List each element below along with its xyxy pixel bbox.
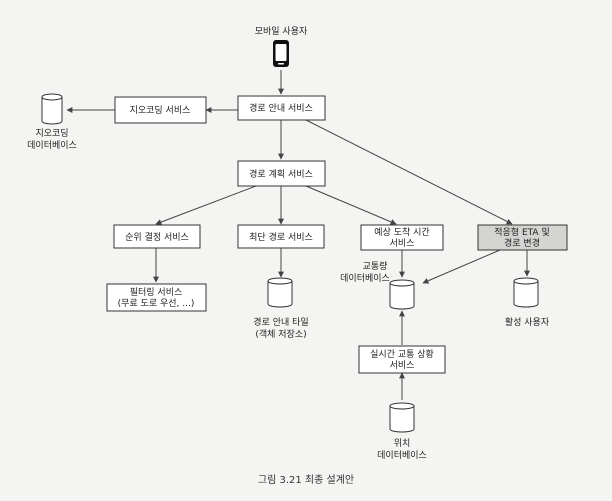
adaptive-eta-label-1: 적응형 ETA 및 [494, 226, 549, 238]
realtime-traffic-label-2: 서비스 [390, 360, 415, 371]
route-planning-service-label: 경로 계획 서비스 [249, 168, 313, 180]
active-users-db-label: 활성 사용자 [505, 316, 550, 328]
geocoding-service-box: 지오코딩 서비스 [114, 96, 207, 124]
adaptive-eta-label-2: 경로 변경 [504, 237, 540, 249]
filter-service-label-2: (무료 도로 우선, ...) [118, 298, 195, 309]
eta-service-label-2: 서비스 [390, 238, 415, 249]
location-db-label-1: 위치 [394, 437, 411, 449]
edges [66, 70, 530, 400]
filter-service-box: 필터링 서비스 (무료 도로 우선, ...) [106, 283, 207, 312]
navigation-service-label: 경로 안내 서비스 [249, 102, 313, 114]
filter-service-label-1: 필터링 서비스 [130, 286, 183, 298]
traffic-database: 교통량 데이터베이스 [340, 260, 415, 310]
geocoding-db-label-2: 데이터베이스 [27, 140, 77, 151]
adaptive-eta-box: 적응형 ETA 및 경로 변경 [477, 224, 568, 251]
active-users-database: 활성 사용자 [505, 277, 550, 328]
ranking-service-box: 순위 결정 서비스 [113, 224, 201, 249]
traffic-db-label-1: 교통량 [363, 260, 388, 272]
eta-service-box: 예상 도착 시간 서비스 [360, 224, 444, 251]
edge-planning-to-ranking [155, 185, 257, 225]
mobile-user-label: 모바일 사용자 [255, 26, 308, 37]
location-db-label-2: 데이터베이스 [377, 450, 427, 461]
edge-planning-to-eta [305, 185, 397, 225]
mobile-user: 모바일 사용자 [255, 26, 308, 67]
realtime-traffic-label-1: 실시간 교통 상황 [370, 349, 434, 360]
traffic-db-label-2: 데이터베이스 [340, 273, 390, 284]
edge-adaptive-to-traffic [422, 249, 501, 284]
eta-service-label-1: 예상 도착 시간 [374, 227, 429, 238]
navigation-service-box: 경로 안내 서비스 [237, 95, 326, 121]
geocoding-database: 지오코딩 데이터베이스 [27, 93, 77, 151]
geocoding-service-label: 지오코딩 서비스 [130, 105, 191, 116]
geocoding-db-label-1: 지오코딩 [35, 128, 68, 139]
location-database: 위치 데이터베이스 [377, 402, 427, 461]
smartphone-icon [273, 40, 289, 67]
realtime-traffic-service-box: 실시간 교통 상황 서비스 [358, 345, 446, 374]
shortest-path-service-box: 최단 경로 서비스 [237, 224, 325, 249]
route-tiles-db-label-1: 경로 안내 타일 [253, 316, 308, 328]
ranking-service-label: 순위 결정 서비스 [125, 232, 189, 243]
route-planning-service-box: 경로 계획 서비스 [237, 160, 326, 187]
figure-caption: 그림 3.21 최종 설계안 [258, 474, 354, 486]
shortest-path-service-label: 최단 경로 서비스 [249, 231, 313, 243]
edge-navigation-to-adaptive-eta [305, 119, 513, 225]
route-tiles-db-label-2: (객체 저장소) [255, 329, 306, 340]
route-tiles-database: 경로 안내 타일 (객체 저장소) [253, 277, 309, 340]
